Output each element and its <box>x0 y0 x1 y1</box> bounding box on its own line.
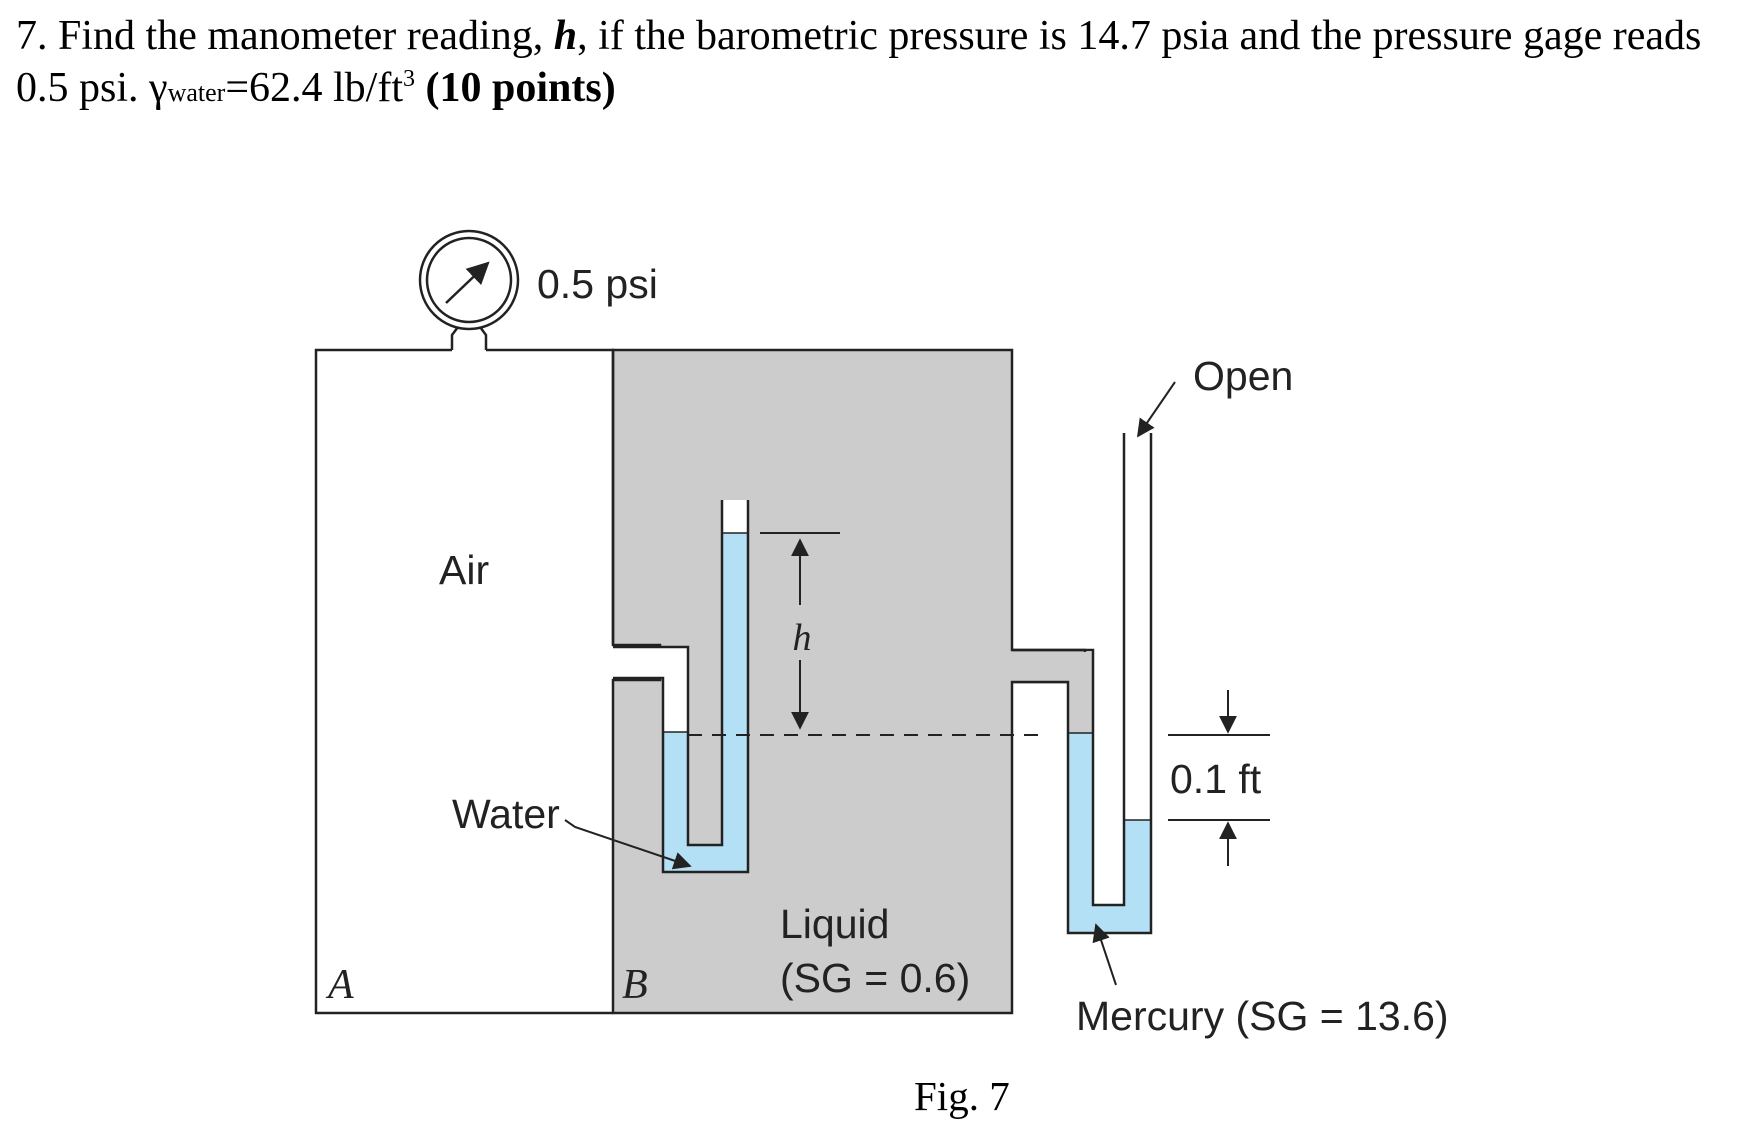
tank-a-label: A <box>325 962 354 1008</box>
open-leader <box>1136 381 1176 438</box>
air-label: Air <box>439 547 489 593</box>
gage-label: 0.5 psi <box>537 261 658 307</box>
tank-a <box>314 348 615 1015</box>
open-label: Open <box>1193 353 1293 399</box>
dim-label: 0.1 ft <box>1170 756 1262 802</box>
figure-caption: Fig. 7 <box>914 1073 1010 1119</box>
u-tube-walls <box>613 500 750 874</box>
problem-text-1: 7. Find the manometer reading, <box>16 13 554 59</box>
mercury-left-column <box>1068 733 1093 933</box>
gamma-symbol: γ <box>149 65 168 111</box>
liquid-sg-label: (SG = 0.6) <box>780 955 970 1001</box>
gamma-exponent: 3 <box>403 66 416 92</box>
gage-stem <box>450 326 488 350</box>
gamma-value: =62.4 lb/ft <box>225 65 404 111</box>
mercury-label: Mercury (SG = 13.6) <box>1076 993 1449 1039</box>
h-label: h <box>793 617 812 659</box>
u-tube-right-water <box>722 533 748 872</box>
variable-h: h <box>553 13 578 59</box>
problem-points: (10 points) <box>425 65 616 111</box>
gage-needle <box>445 261 490 304</box>
problem-statement: 7. Find the manometer reading, h, if the… <box>16 10 1736 119</box>
mercury-right-column <box>1124 820 1151 933</box>
mercury-leader <box>1092 923 1117 986</box>
gamma-subscript: water <box>167 78 226 107</box>
manometer-walls <box>1012 433 1153 935</box>
liquid-label: Liquid <box>780 901 889 947</box>
liquid-pipe <box>1012 652 1093 682</box>
tank-b-label: B <box>622 962 648 1008</box>
water-leader <box>564 819 692 870</box>
problem-text-2: , if the barometric pressure is 14.7 psi… <box>16 13 1702 111</box>
liquid-in-manometer <box>1068 682 1093 733</box>
u-tube-right-air <box>722 500 748 533</box>
water-label: Water <box>452 791 560 837</box>
u-tube-left-air <box>663 647 688 732</box>
